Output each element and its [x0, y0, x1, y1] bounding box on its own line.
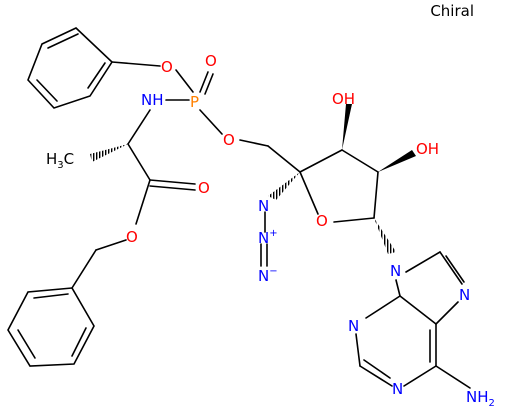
- hashed-wedge: [374, 218, 396, 254]
- phenoxy-ring: [27, 27, 114, 109]
- hashed-wedge: [268, 172, 300, 200]
- bonds: [7, 27, 471, 389]
- atom-P: P: [190, 93, 199, 111]
- atom-N1: N: [392, 380, 403, 398]
- atom-labels: O O P NH O O O H3C OH OH O N N+ N− N N N…: [46, 52, 495, 409]
- atom-N: N: [258, 197, 269, 215]
- atom-OH: OH: [416, 140, 439, 158]
- atom-O: O: [198, 179, 210, 197]
- ch3-subscript: 3: [57, 160, 63, 171]
- atom-O: O: [161, 58, 173, 76]
- azide-charge-plus: +: [269, 228, 277, 239]
- azide-charge-minus: −: [269, 266, 277, 277]
- hashed-wedge: [90, 144, 128, 162]
- atom-O: O: [223, 131, 235, 149]
- atom-NH: NH: [141, 91, 164, 109]
- ch3-h: H: [46, 150, 57, 168]
- atom-O: O: [205, 52, 217, 70]
- azide-n-terminal: N: [258, 267, 269, 285]
- atom-NH2: NH2: [466, 388, 495, 409]
- nh2-nh: NH: [466, 388, 489, 406]
- atom-OH: OH: [332, 90, 355, 108]
- atom-O: O: [316, 212, 328, 230]
- atom-N3: N: [348, 317, 359, 335]
- atom-O: O: [126, 228, 138, 246]
- nh2-subscript: 2: [489, 398, 495, 409]
- benzyl-ring: [7, 287, 95, 367]
- atom-CH3: H3C: [46, 150, 74, 171]
- ch3-c: C: [64, 150, 74, 168]
- chiral-flag: Chiral: [430, 2, 474, 20]
- azide-n: N: [258, 229, 269, 247]
- atom-N: N+: [258, 228, 278, 247]
- atom-N7: N: [459, 286, 470, 304]
- atom-N9: N: [390, 262, 401, 280]
- atom-N: N−: [258, 266, 278, 285]
